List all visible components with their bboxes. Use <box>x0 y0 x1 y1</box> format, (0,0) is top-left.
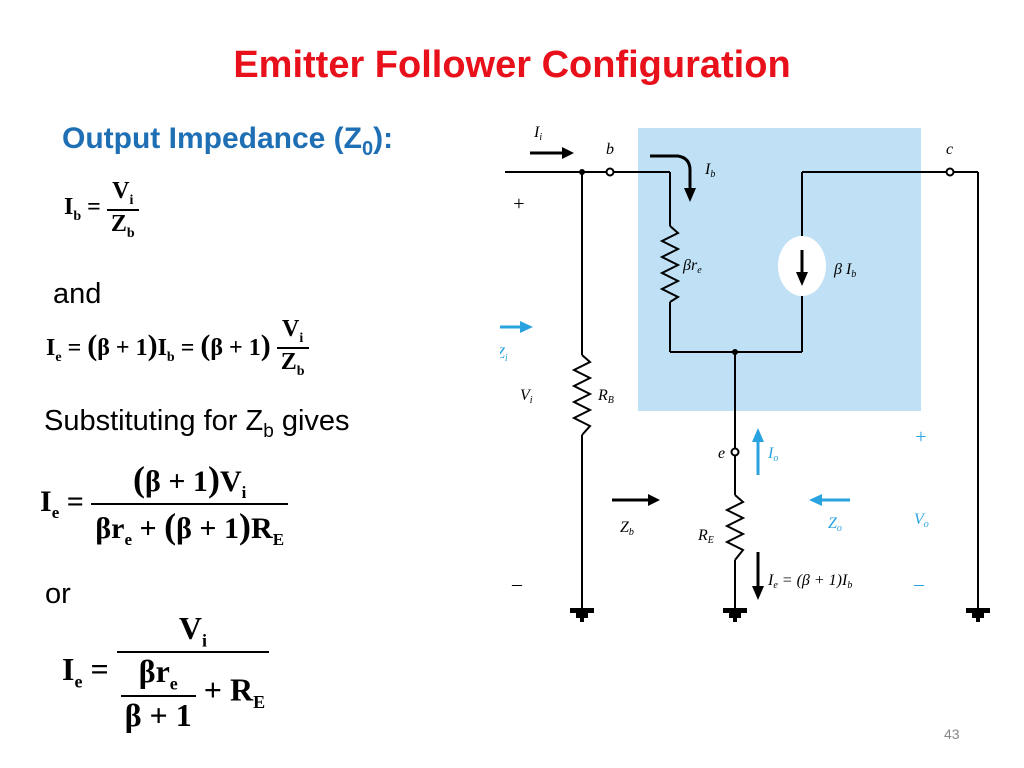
svg-text:e: e <box>718 445 725 462</box>
page-number: 43 <box>944 726 960 742</box>
svg-text:Zo: Zo <box>828 515 842 534</box>
svg-text:Vo: Vo <box>914 511 929 530</box>
svg-text:Zb: Zb <box>620 519 634 538</box>
svg-text:Io: Io <box>767 445 778 464</box>
svg-text:βre: βre <box>682 257 702 276</box>
svg-text:–: – <box>511 573 523 595</box>
svg-text:Ii: Ii <box>533 124 542 143</box>
svg-text:β Ib: β Ib <box>833 261 856 280</box>
substituting-end: gives <box>273 405 350 437</box>
substituting-text: Substituting for Zb gives <box>44 405 350 443</box>
heading-subscript: 0 <box>362 138 374 160</box>
svg-text:+: + <box>914 426 928 448</box>
svg-text:+: + <box>512 193 526 215</box>
svg-text:–: – <box>913 573 925 595</box>
or-text: or <box>45 578 71 610</box>
svg-text:Zi: Zi <box>500 345 508 364</box>
svg-text:RB: RB <box>597 387 614 406</box>
section-heading: Output Impedance (Z0): <box>62 122 393 161</box>
svg-text:Ib: Ib <box>704 161 715 180</box>
substituting-sub: b <box>263 420 274 442</box>
heading-end: ): <box>373 122 394 155</box>
svg-text:c: c <box>946 141 953 158</box>
svg-text:Vi: Vi <box>520 387 533 406</box>
heading-text: Output Impedance (Z <box>62 122 362 155</box>
substituting-main: Substituting for Z <box>44 405 264 437</box>
svg-text:Ie = (β + 1)Ib: Ie = (β + 1)Ib <box>767 572 852 591</box>
svg-text:b: b <box>606 141 614 158</box>
svg-text:RE: RE <box>697 527 714 546</box>
slide-title: Emitter Follower Configuration <box>233 44 791 86</box>
and-text: and <box>53 278 102 310</box>
emitter-follower-circuit: Ii b c Ib βre β Ib Vi RB e Zb RE Ie = (β… <box>500 124 990 622</box>
